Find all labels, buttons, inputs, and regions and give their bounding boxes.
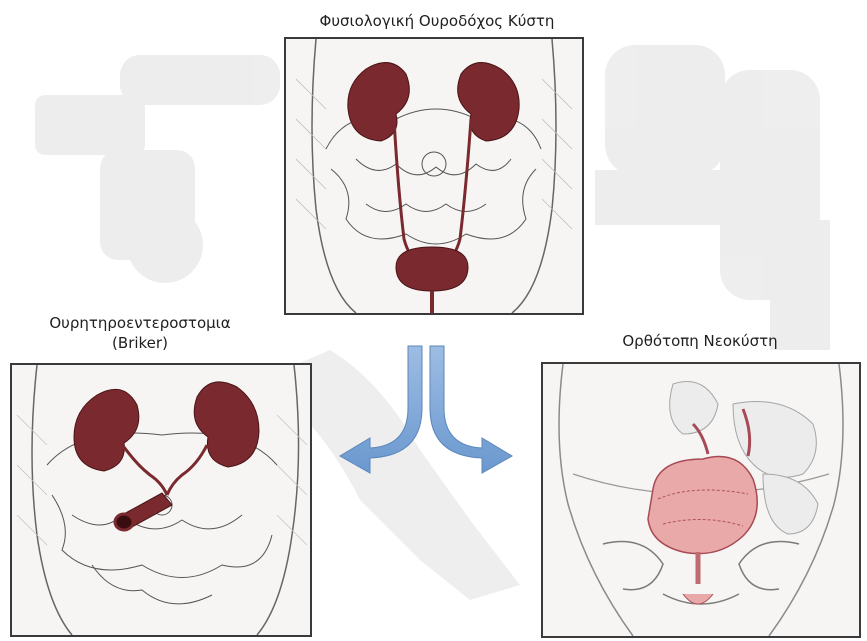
right-panel-title: Ορθότοπη Νεοκύστη bbox=[600, 331, 800, 351]
kidney-icon bbox=[348, 63, 410, 141]
ureter-icon bbox=[124, 447, 167, 495]
ureter-icon bbox=[448, 119, 471, 261]
left-panel-title-line2: (Briker) bbox=[40, 333, 240, 353]
neobladder-panel bbox=[541, 362, 861, 638]
top-panel-title: Φυσιολογική Ουροδόχος Κύστη bbox=[292, 11, 582, 31]
kidney-icon bbox=[458, 63, 520, 141]
split-arrow-icon bbox=[330, 338, 520, 498]
ureter-icon bbox=[394, 119, 416, 261]
ileal-conduit-panel bbox=[10, 363, 312, 637]
bladder-icon bbox=[396, 247, 468, 291]
neobladder-icon bbox=[648, 457, 757, 554]
kidney-icon bbox=[194, 382, 259, 467]
normal-bladder-panel bbox=[284, 37, 584, 315]
left-panel-title-line1: Ουρητηροεντεροστομια bbox=[40, 313, 240, 333]
kidney-icon bbox=[74, 389, 139, 471]
ureter-icon bbox=[167, 445, 207, 495]
